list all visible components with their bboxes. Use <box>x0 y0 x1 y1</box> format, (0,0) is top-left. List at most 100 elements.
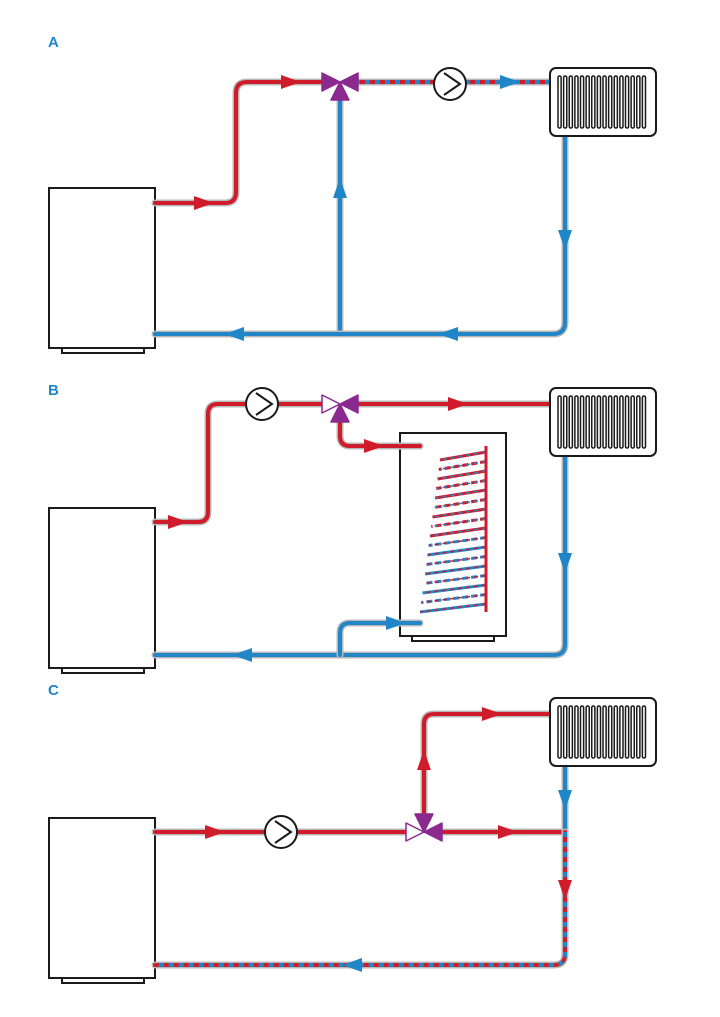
flow-arrow <box>558 790 572 810</box>
radiator-fin <box>585 705 590 759</box>
flow-arrow <box>364 439 384 453</box>
panel-c: C <box>48 682 657 984</box>
radiator-fin <box>624 75 630 129</box>
radiator-fin <box>636 395 641 449</box>
radiator-fin <box>619 75 624 129</box>
hot-water-cylinder-b <box>399 432 507 642</box>
radiator-fin <box>574 395 579 449</box>
coil-turn-stripe <box>437 470 487 480</box>
pump-b <box>245 387 279 421</box>
radiator-fin <box>596 75 602 129</box>
coil-turn <box>438 460 487 471</box>
flow-arrow <box>333 178 347 198</box>
coil-turn-stripe <box>424 565 487 575</box>
flow-arrow <box>558 553 572 573</box>
radiator-fin <box>613 75 619 129</box>
coil-turn-stripe <box>434 489 487 499</box>
flow-arrow <box>482 707 502 721</box>
radiator-a <box>549 67 657 137</box>
panel-label-c: C <box>48 682 59 699</box>
radiator-fin <box>630 75 635 129</box>
radiator-fin <box>557 705 562 759</box>
radiator-fin <box>591 705 596 759</box>
radiator-fin <box>574 705 579 759</box>
radiator-fin <box>613 395 619 449</box>
radiator-fin <box>607 705 613 759</box>
radiator-fin <box>602 395 607 449</box>
radiator-fin <box>641 75 647 129</box>
pipes-a <box>151 78 569 338</box>
coil-turn-stripe <box>436 479 487 490</box>
radiator-fin <box>607 75 613 129</box>
radiator-fin <box>579 75 585 129</box>
flow-arrow <box>448 397 468 411</box>
coil-turn-stripe <box>428 536 487 547</box>
flow-arrow <box>168 515 188 529</box>
flow-arrow <box>558 230 572 250</box>
coil-turn-stripe <box>423 574 487 585</box>
flow-arrow <box>342 958 362 972</box>
radiator-fin <box>619 395 624 449</box>
radiator-fin <box>596 395 602 449</box>
coil-turn <box>439 450 487 462</box>
radiator-fin <box>619 705 624 759</box>
radiator-fin <box>585 395 590 449</box>
three-way-valve-b <box>321 394 359 423</box>
radiator-fin <box>624 395 630 449</box>
coil-turn-stripe <box>426 555 487 566</box>
flow-arrow <box>417 750 431 770</box>
coil-turn-stripe <box>433 498 487 509</box>
coil-turn-stripe <box>432 508 487 518</box>
radiator-fin <box>568 75 574 129</box>
flow-arrows-a <box>194 75 572 341</box>
radiator-fin <box>574 75 579 129</box>
panel-b: B <box>48 382 657 674</box>
flow-arrow <box>498 825 518 839</box>
panel-label-b: B <box>48 382 59 399</box>
radiator-fin <box>613 705 619 759</box>
panel-label-a: A <box>48 34 59 51</box>
coil-turn-stripe <box>422 584 487 594</box>
radiator-fin <box>585 75 590 129</box>
radiator-fin <box>624 705 630 759</box>
flow-arrow <box>500 75 520 89</box>
boiler-b <box>48 507 156 674</box>
coil-turn-stripe <box>427 546 487 556</box>
radiator-fin <box>641 705 647 759</box>
coil-turn-stripe <box>421 593 487 604</box>
flow-arrow <box>558 880 572 900</box>
radiator-fin <box>636 705 641 759</box>
radiator-fin <box>602 705 607 759</box>
pump-a <box>433 67 467 101</box>
radiator-c <box>549 697 657 767</box>
three-way-valve-c <box>405 813 443 842</box>
radiator-fin <box>602 75 607 129</box>
radiator-fin <box>641 395 647 449</box>
pipes-c <box>151 710 569 969</box>
panel-a: A <box>48 34 657 354</box>
radiator-b <box>549 387 657 457</box>
flow-arrow <box>386 616 406 630</box>
radiator-fin <box>630 705 635 759</box>
pipes-b <box>151 400 569 659</box>
radiator-fin <box>591 75 596 129</box>
radiator-fin <box>630 395 635 449</box>
flow-arrow <box>194 196 214 210</box>
flow-arrows-c <box>205 707 572 972</box>
radiator-fin <box>562 75 568 129</box>
radiator-fin <box>562 395 568 449</box>
radiator-fin <box>596 705 602 759</box>
flow-arrow <box>281 75 301 89</box>
radiator-fin <box>557 75 562 129</box>
flow-arrow <box>224 327 244 341</box>
radiator-fin <box>607 395 613 449</box>
coil-turn-stripe <box>431 517 487 528</box>
radiator-fin <box>579 395 585 449</box>
pump-c <box>264 815 298 849</box>
radiator-fin <box>579 705 585 759</box>
coil-turn-stripe <box>419 603 487 613</box>
heating-coil <box>419 446 488 614</box>
coil-turn-stripe <box>429 527 487 537</box>
flow-arrow <box>205 825 225 839</box>
